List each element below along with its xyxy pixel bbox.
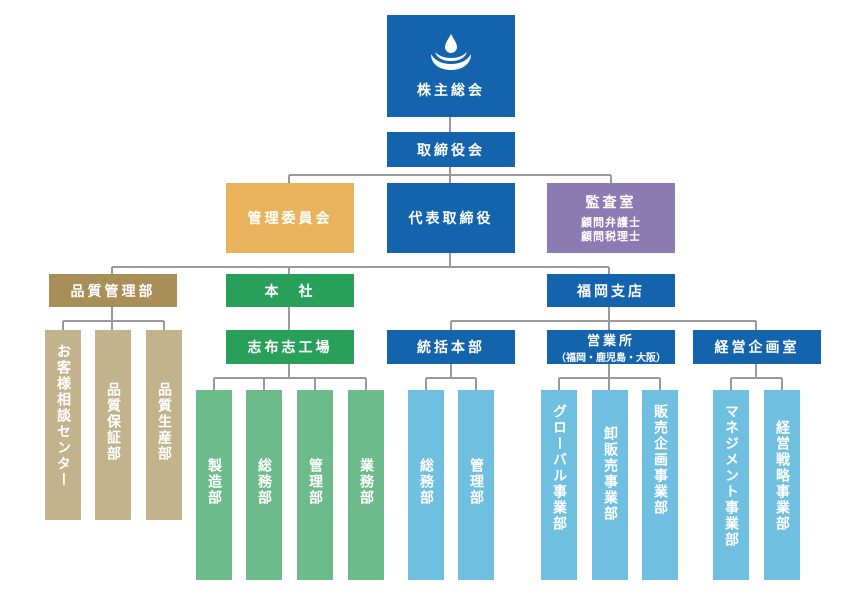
- quality-unit-customer-center: お客様相談センター: [45, 330, 81, 520]
- general-hq-unit-label: 総務部: [418, 458, 434, 506]
- sales-office-locations: （福岡・鹿児島・大阪）: [556, 353, 666, 364]
- head-office-unit-general-affairs: 総務部: [246, 390, 282, 580]
- head-office-unit-label: 管理部: [307, 458, 323, 506]
- factory-box: 志布志工場: [226, 330, 354, 364]
- shareholders-box: 株主総会: [387, 15, 515, 117]
- audit-line-tax-accountant: 顧問税理士: [581, 230, 641, 243]
- head-office-unit-label: 製造部: [206, 458, 222, 506]
- sales-unit-label: 販売企画事業部: [652, 404, 668, 516]
- quality-unit-label: 品質保証部: [105, 382, 121, 462]
- planning-office-label: 経営企画室: [714, 340, 800, 356]
- quality-unit-production: 品質生産部: [146, 330, 182, 520]
- quality-dept-box: 品質管理部: [49, 274, 177, 307]
- management-committee-label: 管理委員会: [247, 211, 333, 227]
- ceo-label: 代表取締役: [408, 211, 494, 227]
- fukuoka-branch-label: 福岡支店: [577, 283, 645, 300]
- head-office-box: 本 社: [226, 274, 354, 307]
- sales-unit-label: 卸販売事業部: [602, 426, 618, 522]
- general-hq-unit-administration: 管理部: [458, 390, 494, 580]
- audit-line-lawyer: 顧問弁護士: [581, 216, 641, 229]
- head-office-unit-label: 総務部: [256, 458, 272, 506]
- management-committee-box: 管理委員会: [226, 183, 354, 253]
- board-box: 取締役会: [387, 132, 515, 167]
- fukuoka-branch-box: 福岡支店: [547, 274, 675, 307]
- water-drop-logo-icon: [431, 34, 471, 70]
- general-hq-label: 統括本部: [417, 340, 485, 356]
- sales-unit-wholesale: 卸販売事業部: [592, 390, 628, 580]
- head-office-unit-administration: 管理部: [297, 390, 333, 580]
- board-label: 取締役会: [417, 142, 485, 159]
- general-hq-unit-label: 管理部: [468, 458, 484, 506]
- general-hq-unit-general-affairs: 総務部: [408, 390, 444, 580]
- quality-unit-assurance: 品質保証部: [95, 330, 131, 520]
- sales-unit-label: グローバル事業部: [551, 404, 567, 532]
- quality-dept-label: 品質管理部: [70, 283, 156, 300]
- planning-unit-management: マネジメント事業部: [713, 390, 749, 580]
- head-office-unit-label: 業務部: [358, 458, 374, 506]
- audit-box: 監査室 顧問弁護士 顧問税理士: [547, 183, 675, 253]
- planning-unit-label: マネジメント事業部: [723, 404, 739, 548]
- head-office-unit-operations: 業務部: [348, 390, 384, 580]
- quality-unit-label: お客様相談センター: [55, 344, 71, 488]
- quality-unit-label: 品質生産部: [156, 382, 172, 462]
- sales-unit-global: グローバル事業部: [541, 390, 577, 580]
- planning-unit-label: 経営戦略事業部: [774, 420, 790, 532]
- sales-unit-sales-planning: 販売企画事業部: [642, 390, 678, 580]
- factory-label: 志布志工場: [247, 340, 333, 356]
- audit-title: 監査室: [585, 195, 637, 211]
- shareholders-label: 株主総会: [417, 83, 485, 99]
- general-hq-box: 統括本部: [387, 330, 515, 364]
- ceo-box: 代表取締役: [387, 183, 515, 253]
- head-office-label: 本 社: [264, 283, 316, 300]
- planning-office-box: 経営企画室: [693, 330, 821, 364]
- head-office-unit-manufacturing: 製造部: [196, 390, 232, 580]
- sales-office-box: 営業所 （福岡・鹿児島・大阪）: [547, 330, 675, 364]
- sales-office-label: 営業所: [586, 334, 635, 349]
- planning-unit-strategy: 経営戦略事業部: [764, 390, 800, 580]
